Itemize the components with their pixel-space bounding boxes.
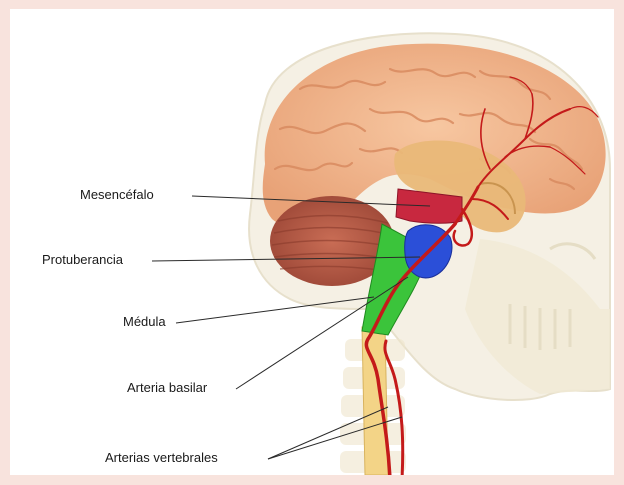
brainstem-illustration [10, 9, 614, 475]
label-midbrain: Mesencéfalo [80, 187, 154, 203]
label-basilar-artery: Arteria basilar [127, 380, 207, 396]
label-vertebral-arteries: Arterias vertebrales [105, 450, 218, 466]
illustration-frame: Mesencéfalo Protuberancia Médula Arteria… [10, 9, 614, 475]
label-pons: Protuberancia [42, 252, 123, 268]
label-medulla: Médula [123, 314, 166, 330]
leader-line-medulla [176, 297, 374, 323]
